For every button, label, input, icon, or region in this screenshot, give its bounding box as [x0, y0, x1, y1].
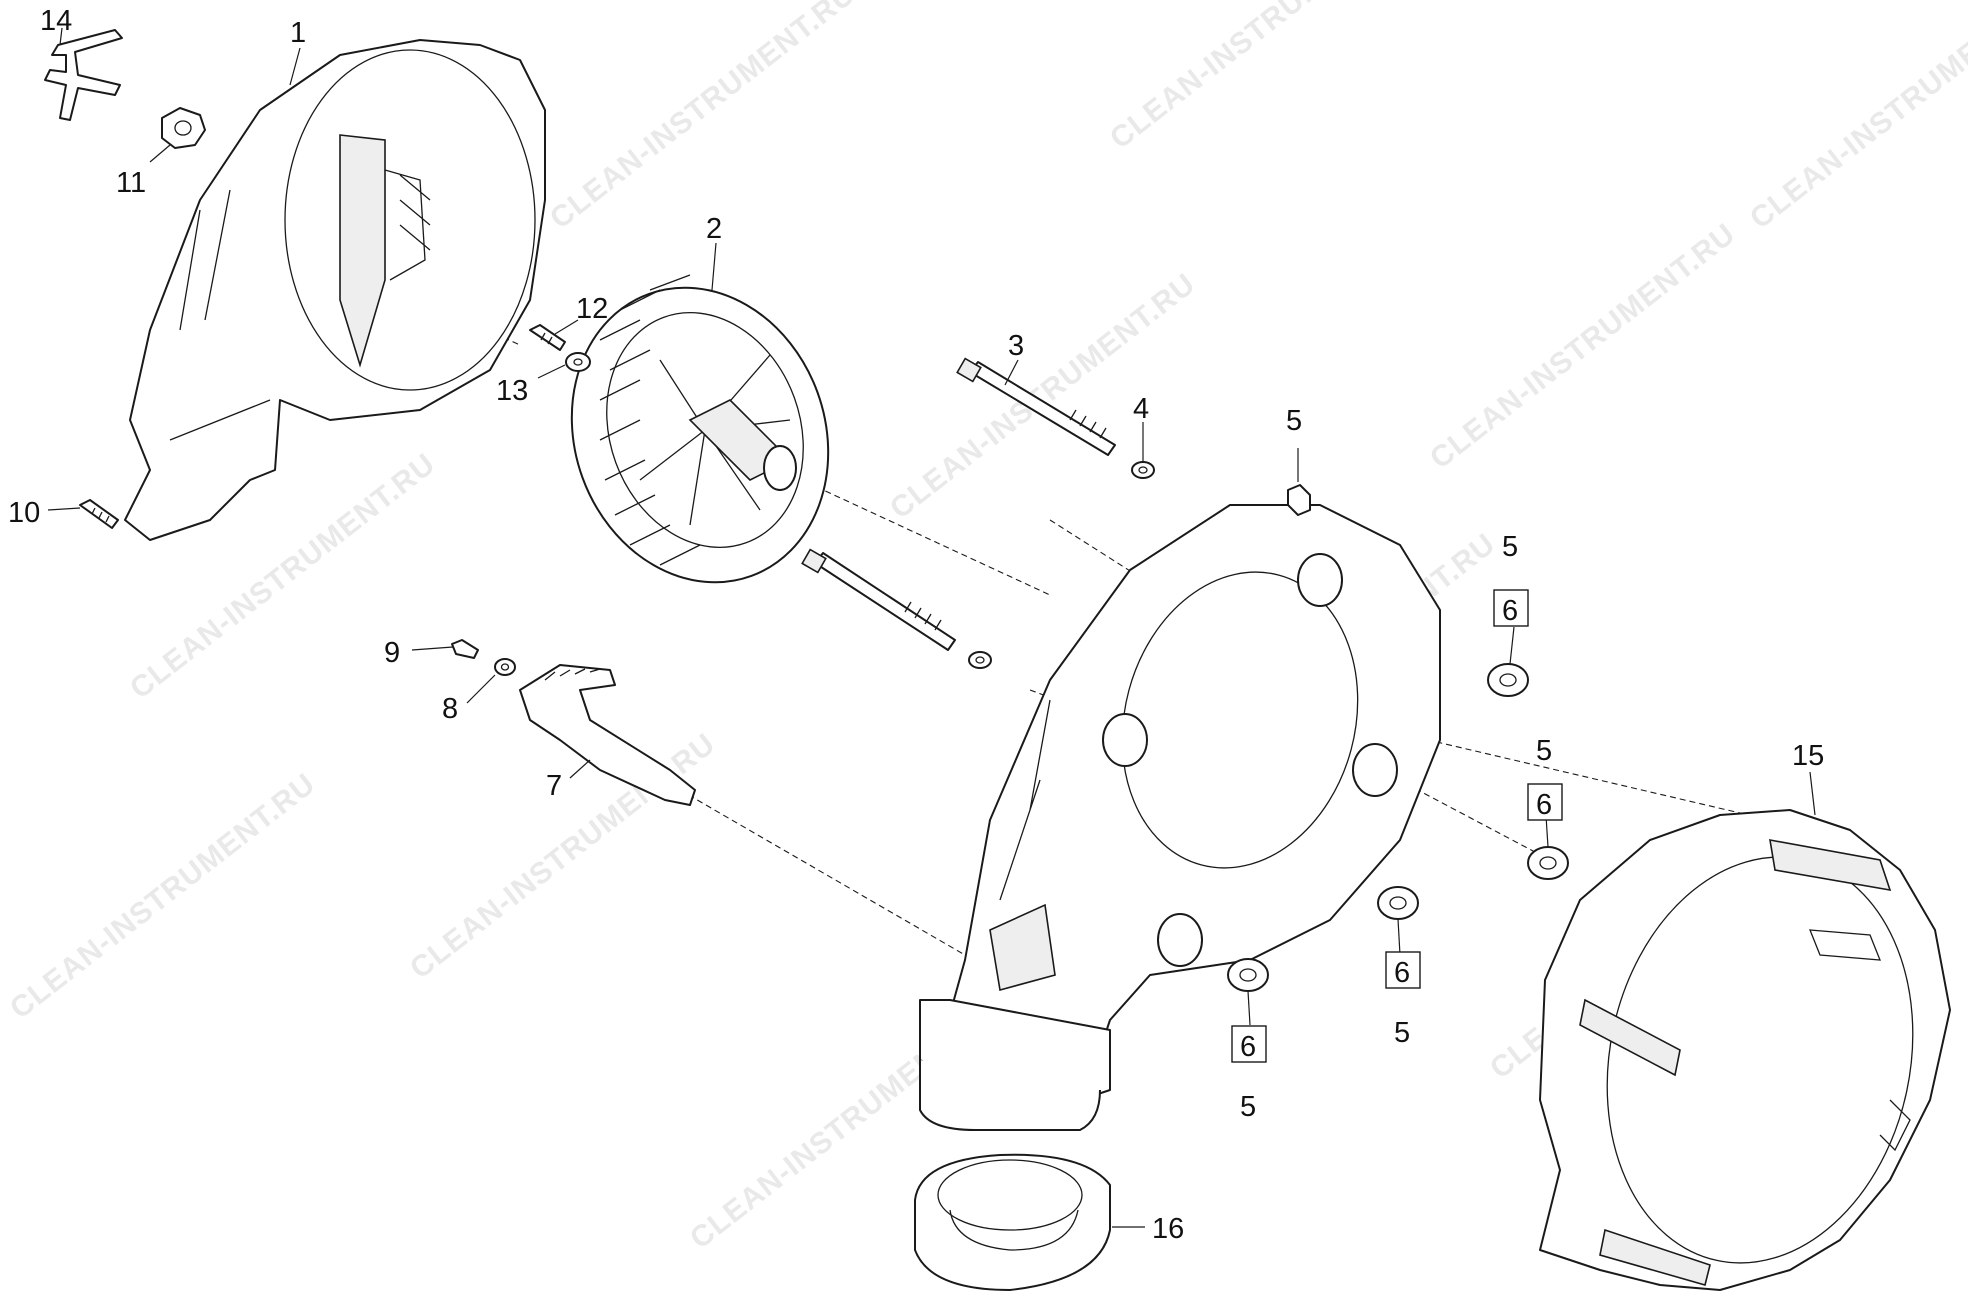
callout-3: 3	[1008, 330, 1024, 362]
callout-16: 16	[1152, 1213, 1184, 1245]
callout-8: 8	[442, 693, 458, 725]
grommets	[1227, 484, 1569, 992]
callout-5: 5	[1536, 735, 1552, 767]
callout-5: 5	[1286, 405, 1302, 437]
impeller-fan-wheel	[570, 274, 830, 584]
watermark: CLEAN-INSTRUMENT.RU	[404, 727, 722, 985]
watermark: CLEAN-INSTRUMENT.RU	[544, 0, 862, 236]
callout-6: 6	[1502, 595, 1518, 627]
bracket	[44, 29, 123, 121]
small-washer	[494, 658, 516, 676]
callout-6: 6	[1536, 789, 1552, 821]
watermark: CLEAN-INSTRUMENT.RU	[1424, 217, 1742, 475]
watermark: CLEAN-INSTRUMENT.RU	[884, 267, 1202, 525]
callout-6: 6	[1394, 957, 1410, 989]
throttle-lever	[519, 664, 696, 806]
watermark: CLEAN-INSTRUMENT.RU	[1104, 0, 1422, 156]
callout-6: 6	[1240, 1031, 1256, 1063]
watermark: CLEAN-INSTRUMENT.RU	[4, 767, 322, 1025]
callout-7: 7	[546, 770, 562, 802]
callout-15: 15	[1792, 740, 1824, 772]
callout-box	[1527, 783, 1563, 821]
blower-housing-front	[124, 39, 546, 541]
screw-9	[451, 639, 479, 659]
hub-nut	[161, 107, 206, 149]
screw-12	[529, 324, 566, 351]
callout-1: 1	[290, 17, 306, 49]
callout-box	[1493, 589, 1529, 627]
callout-box	[1385, 951, 1421, 989]
washer-13	[565, 352, 591, 372]
callout-4: 4	[1133, 393, 1149, 425]
long-bolt-lower	[801, 548, 956, 651]
motor-cover	[1539, 809, 1951, 1291]
long-bolt	[956, 357, 1116, 456]
seal-ring	[914, 1153, 1111, 1291]
leader-lines	[47, 27, 1816, 1228]
callout-13: 13	[496, 375, 528, 407]
callout-9: 9	[384, 637, 400, 669]
callout-5: 5	[1240, 1091, 1256, 1123]
callouts: 1 2 3 4 5 5 6 5 6 6 5 6 5 7 8 9 10 11 12…	[8, 5, 1824, 1245]
screw-10	[79, 499, 119, 529]
callout-11: 11	[116, 167, 146, 199]
washer	[968, 461, 1155, 669]
watermark: CLEAN-INSTRUMENT.RU	[1744, 0, 1968, 236]
callout-5: 5	[1502, 531, 1518, 563]
callout-10: 10	[8, 497, 40, 529]
callout-box	[1231, 1025, 1267, 1063]
callout-2: 2	[706, 213, 722, 245]
callout-5: 5	[1394, 1017, 1410, 1049]
callout-12: 12	[576, 293, 608, 325]
callout-14: 14	[40, 5, 72, 37]
blower-housing-rear	[919, 504, 1441, 1131]
